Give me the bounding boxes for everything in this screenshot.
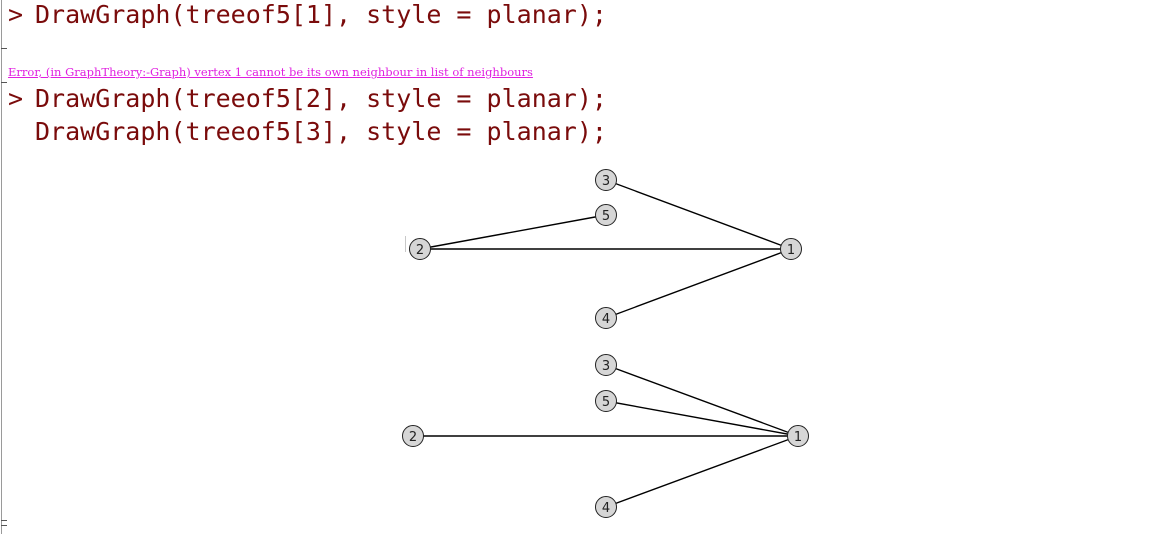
group-bracket-mark <box>1 48 7 49</box>
input-prompt: > <box>8 84 24 113</box>
group-bracket-mark <box>1 525 7 526</box>
graph-b-vertex: 2 <box>402 425 424 447</box>
input-line-3[interactable]: DrawGraph(treeof5[3], style = planar); <box>35 117 607 146</box>
vertex-label: 3 <box>602 174 610 189</box>
graph-b[interactable]: 3 5 2 1 4 <box>402 354 809 518</box>
graph-b-edge <box>605 400 799 437</box>
graph-a-edge <box>419 214 607 250</box>
vertex-label: 3 <box>602 359 610 374</box>
graph-b-vertex: 1 <box>787 425 809 447</box>
input-line-1[interactable]: DrawGraph(treeof5[1], style = planar); <box>35 0 607 29</box>
input-line-2[interactable]: DrawGraph(treeof5[2], style = planar); <box>35 84 607 113</box>
graph-b-edge <box>605 364 799 437</box>
graph-b-edge <box>605 435 799 508</box>
graph-a-vertex: 1 <box>780 238 802 260</box>
vertex-label: 5 <box>602 209 610 224</box>
vertex-label: 1 <box>787 243 795 258</box>
graph-a-vertex: 5 <box>595 204 617 226</box>
worksheet-left-rule <box>1 0 2 534</box>
graph-a-vertex: 3 <box>595 169 617 191</box>
graph-b-vertex: 3 <box>595 354 617 376</box>
group-bracket-mark <box>1 82 7 83</box>
plot-region-marker <box>405 236 406 252</box>
group-bracket-mark <box>1 520 7 521</box>
vertex-label: 4 <box>602 312 610 327</box>
vertex-label: 1 <box>794 430 802 445</box>
vertex-label: 2 <box>416 243 424 258</box>
input-prompt: > <box>8 0 24 29</box>
vertex-label: 4 <box>602 501 610 516</box>
graph-a-vertex: 2 <box>409 238 431 260</box>
vertex-label: 2 <box>409 430 417 445</box>
graph-b-vertex: 4 <box>595 496 617 518</box>
error-message[interactable]: Error, (in GraphTheory:-Graph) vertex 1 … <box>8 65 533 79</box>
graph-a-vertex: 4 <box>595 307 617 329</box>
graph-b-vertex: 5 <box>595 390 617 412</box>
vertex-label: 5 <box>602 395 610 410</box>
graph-a[interactable]: 3 5 2 1 4 <box>409 169 802 329</box>
graph-a-edge <box>605 248 792 319</box>
graph-a-edge <box>605 179 792 250</box>
